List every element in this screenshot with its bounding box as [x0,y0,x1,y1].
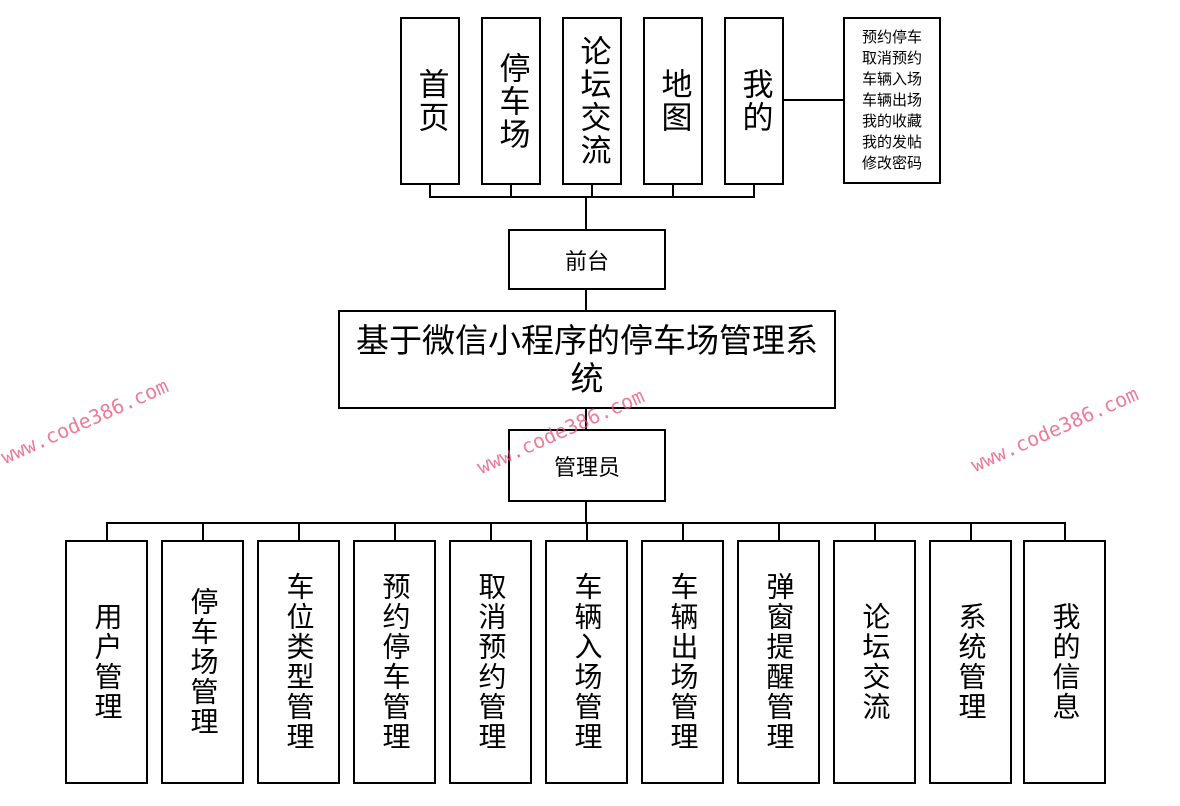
submenu-item: 预约停车 [861,28,922,46]
frontend-module-map: 地图 [643,17,703,185]
bottom-drop-3 [298,522,300,541]
admin-module-vehicle-exit: 车辆出场管理 [641,540,724,784]
bottom-drop-7 [682,522,684,541]
frontend-node: 前台 [508,229,666,290]
watermark-right: www.code386.com [967,381,1142,477]
frontend-module-label: 我的 [736,68,773,134]
frontend-module-label: 地图 [655,68,692,134]
submenu-item: 取消预约 [861,49,922,67]
submenu-item: 修改密码 [861,154,922,172]
system-to-admin-line [585,408,587,430]
bottom-drop-9 [874,522,876,541]
frontend-module-parking: 停车场 [481,17,541,185]
frontend-module-forum: 论坛交流 [562,17,622,185]
my-submenu-box: 预约停车 取消预约 车辆入场 车辆出场 我的收藏 我的发帖 修改密码 [843,17,941,184]
top-drop-1 [429,184,431,197]
bottom-drop-2 [202,522,204,541]
bottom-drop-1 [106,522,108,541]
admin-module-label: 预约停车管理 [378,572,412,752]
admin-module-label: 弹窗提醒管理 [762,572,796,752]
admin-module-label: 系统管理 [954,602,988,722]
admin-module-label: 用户管理 [90,602,124,722]
admin-module-reservations: 预约停车管理 [353,540,436,784]
admin-module-label: 车辆出场管理 [666,572,700,752]
admin-module-popup-reminders: 弹窗提醒管理 [737,540,820,784]
bottom-drop-4 [394,522,396,541]
frontend-label: 前台 [564,249,609,275]
frontend-module-label: 停车场 [493,51,530,151]
top-to-frontend-line [585,197,587,230]
admin-module-my-info: 我的信息 [1023,540,1106,784]
bottom-drop-11 [1064,522,1066,541]
system-title-box: 基于微信小程序的停车场管理系统 [338,310,836,409]
top-drop-2 [510,184,512,197]
admin-module-label: 取消预约管理 [474,572,508,752]
frontend-module-home: 首页 [400,17,460,185]
admin-module-vehicle-entry: 车辆入场管理 [545,540,628,784]
submenu-item: 我的收藏 [861,112,922,130]
system-title: 基于微信小程序的停车场管理系统 [356,320,818,398]
admin-label: 管理员 [553,455,620,481]
admin-module-label: 车辆入场管理 [570,572,604,752]
frontend-module-label: 论坛交流 [574,35,611,167]
admin-module-cancellations: 取消预约管理 [449,540,532,784]
bottom-drop-5 [490,522,492,541]
submenu-item: 车辆出场 [861,91,922,109]
top-drop-5 [753,184,755,197]
top-drop-4 [672,184,674,197]
submenu-item: 我的发帖 [861,133,922,151]
admin-module-label: 论坛交流 [858,602,892,722]
submenu-item: 车辆入场 [861,70,922,88]
frontend-to-system-line [585,289,587,311]
bottom-drop-10 [970,522,972,541]
frontend-module-label: 首页 [412,68,449,134]
admin-module-space-types: 车位类型管理 [257,540,340,784]
top-bus-line [429,196,755,198]
bottom-drop-6 [586,522,588,541]
admin-module-parking: 停车场管理 [161,540,244,784]
my-to-submenu-line [783,99,845,101]
admin-module-label: 车位类型管理 [282,572,316,752]
admin-module-label: 停车场管理 [186,587,220,737]
admin-node: 管理员 [508,429,666,502]
bottom-drop-8 [778,522,780,541]
admin-to-bus-line [585,501,587,524]
admin-module-users: 用户管理 [65,540,148,784]
admin-module-label: 我的信息 [1048,602,1082,722]
frontend-module-mine: 我的 [724,17,784,185]
watermark-left: www.code386.com [0,373,172,469]
admin-module-system: 系统管理 [929,540,1012,784]
top-drop-3 [591,184,593,197]
admin-module-forum: 论坛交流 [833,540,916,784]
